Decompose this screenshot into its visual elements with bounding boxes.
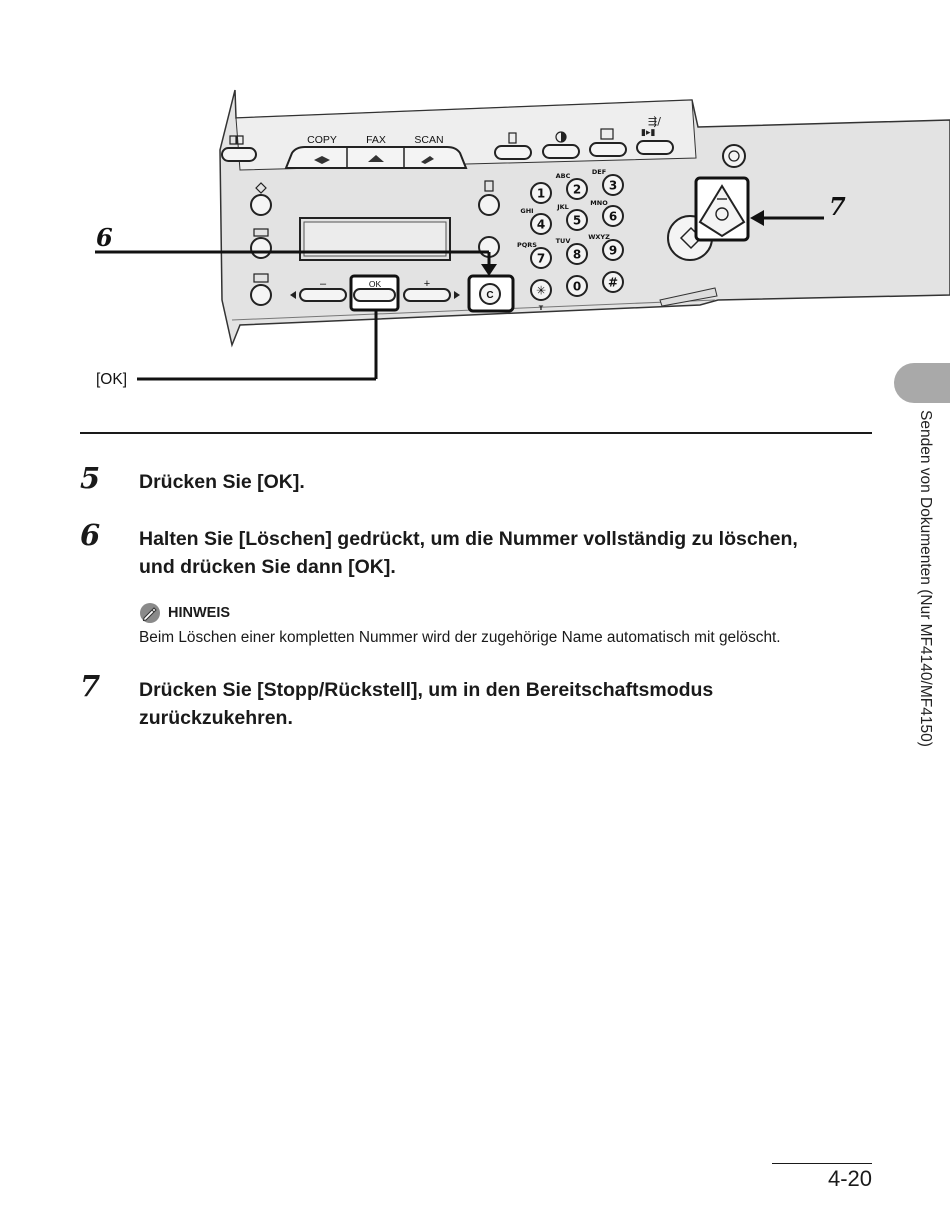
keypad-digit-label: 2 [573,183,581,197]
keypad-letters-label: ABC [556,172,571,180]
keypad-key-2[interactable] [566,178,588,200]
step-text-5: Drücken Sie [OK]. [139,471,305,493]
keypad-digit-label: 7 [537,252,545,266]
lcd-display [299,217,451,261]
callout-line-ok [137,311,378,381]
fax-mode-button[interactable] [368,155,384,162]
chapter-tab [894,363,950,403]
clear-button[interactable] [467,274,515,313]
step-text-6: Halten Sie [Löschen] gedrückt, um die Nu… [139,528,798,578]
callout-6: 6 [96,223,113,252]
keypad-key-9[interactable] [602,239,624,261]
note-header: HINWEIS [139,602,230,624]
function-button-1[interactable] [494,132,532,160]
keypad-key-10[interactable] [530,279,552,301]
menu-button[interactable] [478,180,500,216]
keypad-digit-label: ✳ [536,284,546,298]
fax-mode-label: FAX [366,134,386,146]
scan-mode-label: SCAN [414,134,443,146]
step-text-7: Drücken Sie [Stopp/Rückstell], um in den… [139,679,714,729]
chapter-title: Senden von Dokumenten (Nur MF4140/MF4150… [917,410,934,747]
footer-rule [772,1163,872,1164]
svg-text:⇶/: ⇶/ [648,115,661,128]
keypad-letters-label: MNO [590,199,608,207]
keypad-key-5[interactable] [566,209,588,231]
keypad-letters-label: WXYZ [588,233,610,241]
image-quality-button[interactable] [589,128,627,157]
energy-saver-button[interactable] [722,144,746,168]
callout-line-6 [95,250,497,276]
plus-button[interactable] [403,288,460,302]
step-number-7: 7 [80,669,101,703]
left-button-3[interactable] [250,273,272,306]
svg-text:▮▸▮: ▮▸▮ [641,128,655,138]
keypad-key-7[interactable] [530,247,552,269]
density-button[interactable] [542,131,580,159]
book-icon [229,135,244,145]
keypad-digit-label: 3 [609,179,617,193]
keypad-key-12[interactable] [602,271,624,293]
callout-ok-label: [OK] [96,371,127,388]
keypad-digit-label: 4 [537,218,545,232]
keypad-digit-label: 8 [573,248,581,262]
address-book-button[interactable] [221,147,257,162]
keypad-digit-label: 6 [609,210,617,224]
plus-label: + [424,278,430,290]
keypad-letters-label: TUV [556,237,571,245]
note-text: Beim Löschen einer kompletten Nummer wir… [139,629,781,646]
ok-key-label: OK [369,279,382,289]
keypad-letters-label: GHI [520,207,533,215]
keypad-digit-label: 1 [537,187,545,201]
keypad-digit-label: # [608,276,618,290]
clear-key-label: C [486,290,493,301]
keypad-letters-label: T [539,304,544,312]
left-button-1[interactable] [250,182,272,216]
step-number-6: 6 [80,518,101,552]
keypad-letters-label: DEF [592,168,606,176]
keypad-key-11[interactable] [566,275,588,297]
keypad-letters-label: PQRS [517,241,537,249]
keypad-digit-label: 5 [573,214,581,228]
note-title: HINWEIS [168,605,231,621]
section-divider [80,432,872,434]
callout-line-7 [750,210,824,226]
stop-reset-button[interactable] [694,176,750,242]
minus-label: – [320,278,327,290]
scan-mode-button[interactable] [421,156,434,164]
two-sided-button[interactable]: ⇶/▮▸▮ [636,115,674,155]
keypad-letters-label: JKL [556,203,569,211]
keypad-key-3[interactable] [602,174,624,196]
keypad-key-4[interactable] [530,213,552,235]
copy-mode-label: COPY [307,134,337,146]
minus-button[interactable] [290,288,347,302]
keypad-key-8[interactable] [566,243,588,265]
page-number: 4-20 [827,1166,872,1191]
control-panel-illustration: COPY FAX SCAN ⇶/▮▸▮ – OK + C [95,89,950,388]
step-number-5: 5 [80,461,101,495]
copy-mode-button[interactable] [314,156,330,164]
callout-7: 7 [829,192,846,221]
keypad-key-6[interactable] [602,205,624,227]
keypad-digit-label: 9 [609,244,617,258]
pencil-note-icon [140,603,160,623]
ok-button[interactable] [349,274,400,312]
keypad-digit-label: 0 [573,280,581,294]
keypad-key-1[interactable] [530,182,552,204]
